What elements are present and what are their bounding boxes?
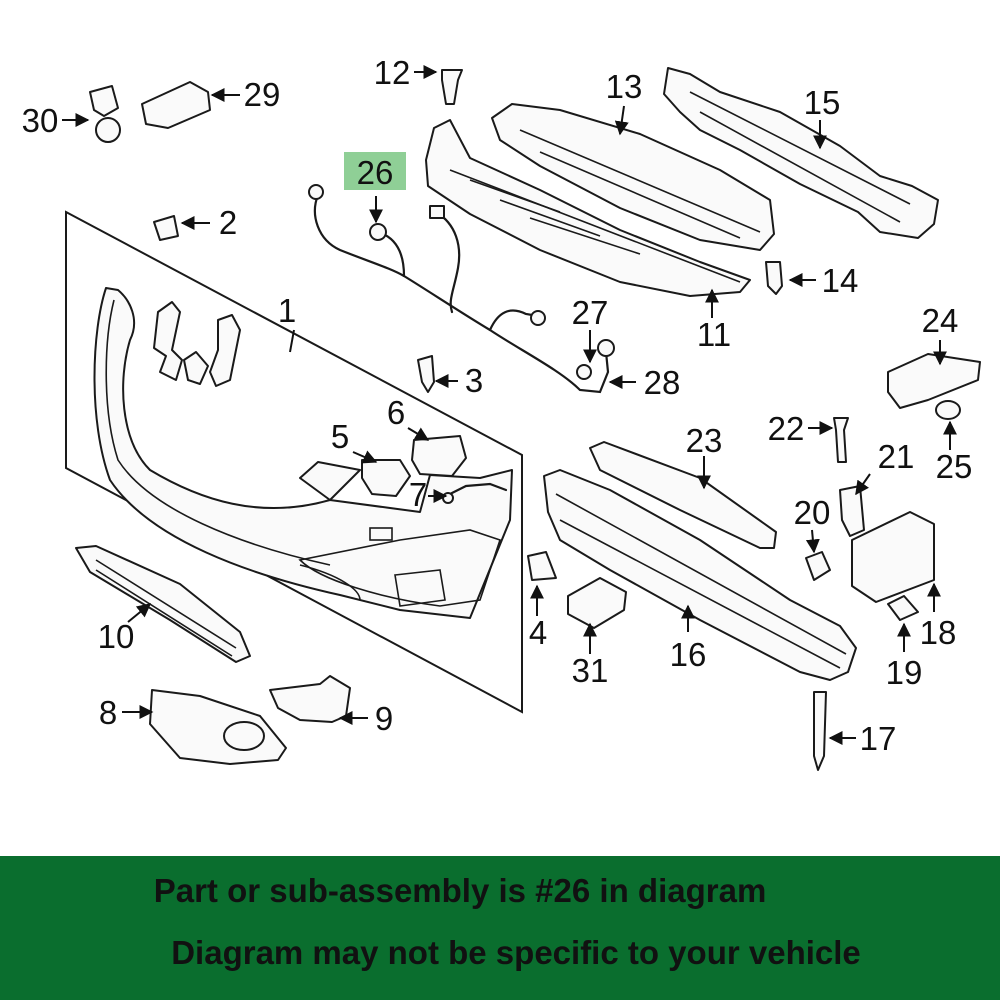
callout-19: 19 xyxy=(886,654,923,691)
callout-14: 14 xyxy=(822,262,859,299)
fog-lamp-grille xyxy=(149,689,287,765)
air-deflector xyxy=(425,119,751,297)
callout-15: 15 xyxy=(804,84,841,121)
callout-28: 28 xyxy=(644,364,681,401)
callout-12: 12 xyxy=(374,54,411,91)
banner-line-part-number: Part or sub-assembly is #26 in diagram xyxy=(153,872,767,909)
callout-11: 11 xyxy=(697,316,731,353)
callout-16: 16 xyxy=(670,636,707,673)
callout-13: 13 xyxy=(606,68,643,105)
callout-8: 8 xyxy=(99,694,117,731)
banner-line-disclaimer: Diagram may not be specific to your vehi… xyxy=(171,934,861,971)
energy-absorber xyxy=(589,441,777,549)
wiring-harness xyxy=(308,184,615,394)
callout-4: 4 xyxy=(529,614,547,651)
callout-29: 29 xyxy=(244,76,281,113)
callout-2: 2 xyxy=(219,204,237,241)
callout-17: 17 xyxy=(860,720,897,757)
bumper-cover-panel xyxy=(65,210,523,714)
parts-diagram: 1 2 3 4 5 6 7 8 9 10 11 12 13 14 15 16 1… xyxy=(22,54,981,771)
fog-bracket xyxy=(269,675,351,723)
callout-18: 18 xyxy=(920,614,957,651)
callout-24: 24 xyxy=(922,302,959,339)
callout-23: 23 xyxy=(686,422,723,459)
callout-30: 30 xyxy=(22,102,59,139)
callout-9: 9 xyxy=(375,700,393,737)
part-26-highlight xyxy=(344,152,406,190)
callout-22: 22 xyxy=(768,410,805,447)
callout-3: 3 xyxy=(465,362,483,399)
impact-absorber-upper xyxy=(663,67,939,239)
callout-10: 10 xyxy=(98,618,135,655)
callout-26: 26 xyxy=(357,154,394,191)
callout-21: 21 xyxy=(878,438,915,475)
reinforcement-bar xyxy=(543,469,857,681)
callout-20: 20 xyxy=(794,494,831,531)
callout-27: 27 xyxy=(572,294,609,331)
info-banner: Part or sub-assembly is #26 in diagram D… xyxy=(0,856,1000,1000)
callout-labels: 1 2 3 4 5 6 7 8 9 10 11 12 13 14 15 16 1… xyxy=(22,54,973,757)
leader-lines xyxy=(62,65,957,745)
callout-6: 6 xyxy=(387,394,405,431)
callout-25: 25 xyxy=(936,448,973,485)
callout-7: 7 xyxy=(409,476,427,513)
callout-1: 1 xyxy=(278,292,296,329)
callout-5: 5 xyxy=(331,418,349,455)
small-parts xyxy=(89,69,981,771)
engine-shield xyxy=(491,103,775,251)
callout-31: 31 xyxy=(572,652,609,689)
